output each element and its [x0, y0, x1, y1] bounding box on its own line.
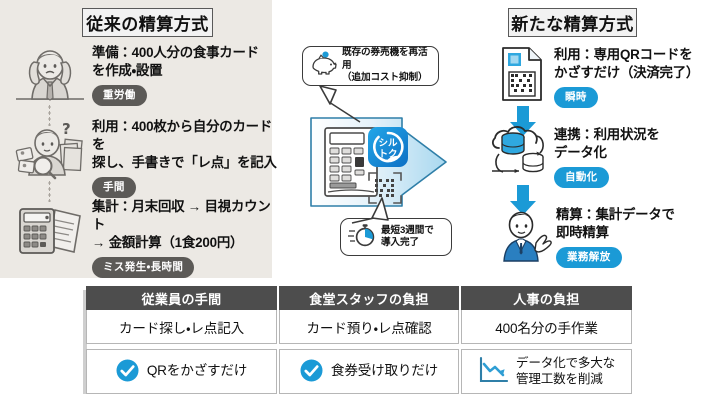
- new-step-3: 精算：集計データで 即時精算 業務解放: [494, 203, 712, 268]
- qr-scan-icon: [368, 172, 402, 204]
- vending-machine-icon: [322, 126, 382, 200]
- shirutoku-app-icon: シル トク: [368, 127, 408, 167]
- table-header-2: 人事の負担: [461, 286, 632, 310]
- old-step-1: 準備：400人分の食事カード を作成・設置 重労働: [12, 42, 270, 108]
- piggy-bank-icon: [310, 51, 337, 81]
- new-step-2-text: 連携：利用状況を データ化: [554, 127, 660, 160]
- callout-fast-deployment-text: 最短3週間で 導入完了: [381, 224, 434, 248]
- dotted-connector-1: [48, 104, 51, 126]
- table-before-cell-2: 400名分の手作業: [461, 310, 632, 344]
- table-after-cell-2: データ化で多大な 管理工数を削減: [461, 349, 632, 394]
- table-after-label-0: QRをかざすだけ: [146, 363, 248, 378]
- table-after-cell-0: QRをかざすだけ: [86, 349, 277, 394]
- new-step-2-badge: 自動化: [554, 166, 609, 188]
- table-before-cell-0: カード探し・レ点記入: [86, 310, 277, 344]
- comparison-table: 従業員の手間 食堂スタッフの負担 人事の負担 カード探し・レ点記入 カード預り・…: [86, 286, 632, 394]
- stopwatch-icon: [348, 222, 376, 253]
- calculator-receipt-icon: [12, 196, 88, 265]
- table-after-label-1: 食券受け取りだけ: [330, 363, 439, 378]
- old-step-2-badge: 手間: [92, 176, 136, 198]
- table-after-cell-1: 食券受け取りだけ: [279, 349, 459, 394]
- new-method-title: 新たな精算方式: [508, 8, 637, 37]
- table-header-1: 食堂スタッフの負担: [279, 286, 459, 310]
- new-step-3-text: 精算：集計データで 即時精算: [556, 207, 675, 240]
- check-circle-icon: [300, 359, 323, 385]
- old-step-1-badge: 重労働: [92, 84, 147, 106]
- dotted-connector-2: [48, 180, 51, 202]
- callout-reuse-vending: 既存の券売機を再活用 （追加コスト抑制）: [302, 46, 439, 86]
- qr-document-icon: [496, 45, 550, 108]
- old-step-3: 集計：月末回収 → 目視カウント → 金額計算（1食200円） ミス発生・長時間: [12, 196, 271, 278]
- table-after-label-2: データ化で多大な 管理工数を削減: [515, 355, 616, 386]
- cloud-database-icon: [489, 124, 555, 187]
- new-step-1-badge: 瞬時: [554, 86, 598, 108]
- card-search-person-icon: ?: [12, 118, 88, 187]
- old-step-1-text: 準備：400人分の食事カード を作成・設置: [92, 45, 259, 78]
- svg-text:?: ?: [62, 120, 71, 138]
- new-step-2: 連携：利用状況を データ化 自動化: [489, 124, 711, 188]
- old-step-2: ? 利用：400枚から自分のカードを 探し、手書きで「レ点」を記入 手間: [12, 118, 277, 198]
- table-header-0: 従業員の手間: [86, 286, 277, 310]
- downtrend-chart-icon: [478, 356, 508, 387]
- app-badge-line2: トク: [378, 149, 397, 160]
- staff-person-icon: [494, 203, 556, 268]
- old-step-3-text: 集計：月末回収 → 目視カウント → 金額計算（1食200円）: [92, 199, 271, 250]
- old-step-3-badge: ミス発生・長時間: [92, 256, 195, 278]
- old-method-title: 従来の精算方式: [82, 8, 213, 37]
- new-step-1: 利用：専用QRコードを かざすだけ（決済完了） 瞬時: [496, 45, 711, 108]
- stressed-person-icon: [12, 42, 88, 111]
- down-arrow-1: [510, 106, 536, 136]
- down-arrow-2: [510, 185, 536, 215]
- new-step-3-badge: 業務解放: [556, 246, 622, 268]
- old-step-2-text: 利用：400枚から自分のカードを 探し、手書きで「レ点」を記入: [92, 119, 277, 170]
- callout-reuse-vending-text: 既存の券売機を再活用 （追加コスト抑制）: [342, 47, 428, 84]
- callout-fast-deployment: 最短3週間で 導入完了: [340, 218, 452, 256]
- table-shadow: [83, 290, 87, 394]
- table-before-cell-1: カード預り・レ点確認: [279, 310, 459, 344]
- check-circle-icon: [116, 359, 139, 385]
- callout-top-tail: [318, 82, 380, 129]
- callout-bottom-tail: [348, 196, 396, 229]
- new-step-1-text: 利用：専用QRコードを かざすだけ（決済完了）: [554, 47, 700, 80]
- app-badge-line1: シル: [378, 138, 398, 149]
